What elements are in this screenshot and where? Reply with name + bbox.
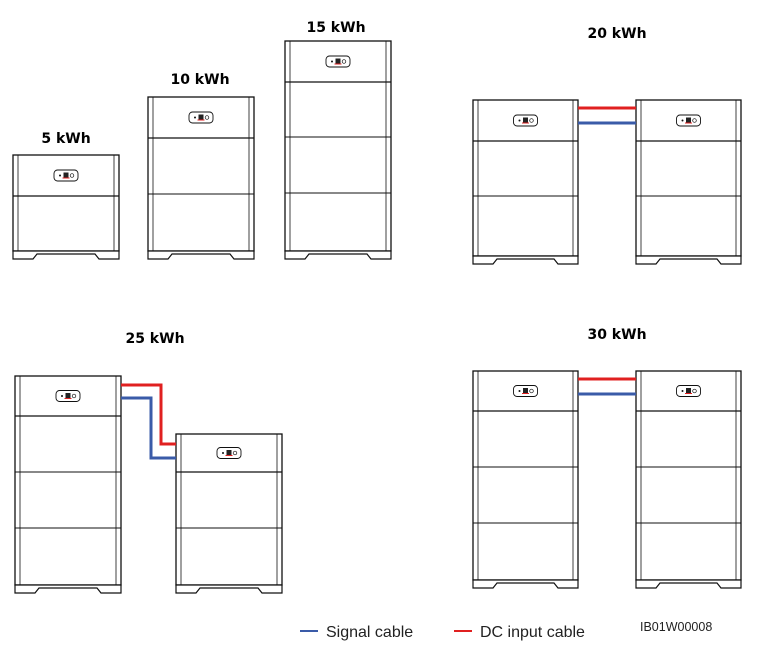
port-icon bbox=[692, 118, 697, 123]
battery-base bbox=[635, 255, 742, 265]
power-button-icon bbox=[65, 393, 71, 399]
status-led-icon bbox=[61, 395, 63, 397]
legend: Signal cable DC input cable bbox=[300, 624, 585, 641]
caption-20kwh: 20 kWh bbox=[587, 26, 646, 42]
battery-base bbox=[147, 250, 255, 260]
battery-body bbox=[472, 370, 579, 581]
status-led-icon bbox=[518, 390, 521, 392]
battery-base bbox=[175, 584, 283, 594]
port-icon bbox=[204, 115, 210, 120]
battery-body bbox=[284, 40, 392, 252]
battery-body bbox=[635, 370, 742, 581]
caption-30kwh: 30 kWh bbox=[587, 327, 646, 343]
port-icon bbox=[692, 388, 697, 394]
status-led-icon bbox=[681, 119, 684, 122]
battery-unit-25kwh-b bbox=[175, 433, 283, 594]
figure-code: IB01W00008 bbox=[640, 620, 712, 634]
battery-unit-30kwh-b bbox=[635, 370, 742, 589]
battery-body bbox=[175, 433, 283, 586]
battery-base bbox=[635, 579, 742, 589]
legend-dc-label: DC input cable bbox=[480, 624, 585, 641]
battery-unit-25kwh-a bbox=[14, 375, 122, 594]
battery-unit-20kwh-b bbox=[635, 99, 742, 265]
port-icon bbox=[341, 59, 347, 64]
battery-body bbox=[14, 375, 122, 586]
status-led-icon bbox=[194, 116, 196, 119]
battery-body bbox=[12, 154, 120, 252]
caption-15kwh: 15 kWh bbox=[306, 20, 365, 36]
port-icon bbox=[69, 173, 75, 178]
power-button-icon bbox=[523, 388, 528, 394]
port-icon bbox=[529, 388, 534, 394]
caption-5kwh: 5 kWh bbox=[41, 131, 90, 147]
battery-base bbox=[472, 255, 579, 265]
status-led-icon bbox=[518, 119, 521, 122]
power-button-icon bbox=[63, 172, 69, 179]
signal-cable-25kwh bbox=[121, 396, 176, 460]
battery-stacks bbox=[12, 40, 742, 594]
status-led-icon bbox=[681, 390, 684, 392]
battery-base bbox=[472, 579, 579, 589]
status-led-icon bbox=[59, 174, 61, 177]
battery-base bbox=[12, 250, 120, 260]
power-button-icon bbox=[686, 117, 691, 124]
caption-25kwh: 25 kWh bbox=[125, 331, 184, 347]
power-button-icon bbox=[198, 114, 204, 121]
battery-base bbox=[284, 250, 392, 260]
power-button-icon bbox=[523, 117, 528, 124]
status-led-icon bbox=[331, 60, 333, 63]
battery-unit-5kwh bbox=[12, 154, 120, 260]
power-button-icon bbox=[335, 58, 341, 65]
battery-unit-15kwh bbox=[284, 40, 392, 260]
battery-unit-20kwh-a bbox=[472, 99, 579, 265]
legend-signal-label: Signal cable bbox=[326, 624, 413, 641]
status-led-icon bbox=[222, 452, 224, 454]
cables bbox=[121, 106, 636, 460]
port-icon bbox=[71, 393, 77, 399]
port-icon bbox=[232, 450, 238, 456]
battery-unit-10kwh bbox=[147, 96, 255, 260]
port-icon bbox=[529, 118, 534, 123]
battery-base bbox=[14, 584, 122, 594]
battery-unit-30kwh-a bbox=[472, 370, 579, 589]
dc-cable-25kwh bbox=[121, 383, 176, 446]
power-button-icon bbox=[686, 388, 691, 394]
power-button-icon bbox=[226, 450, 232, 456]
caption-10kwh: 10 kWh bbox=[170, 72, 229, 88]
